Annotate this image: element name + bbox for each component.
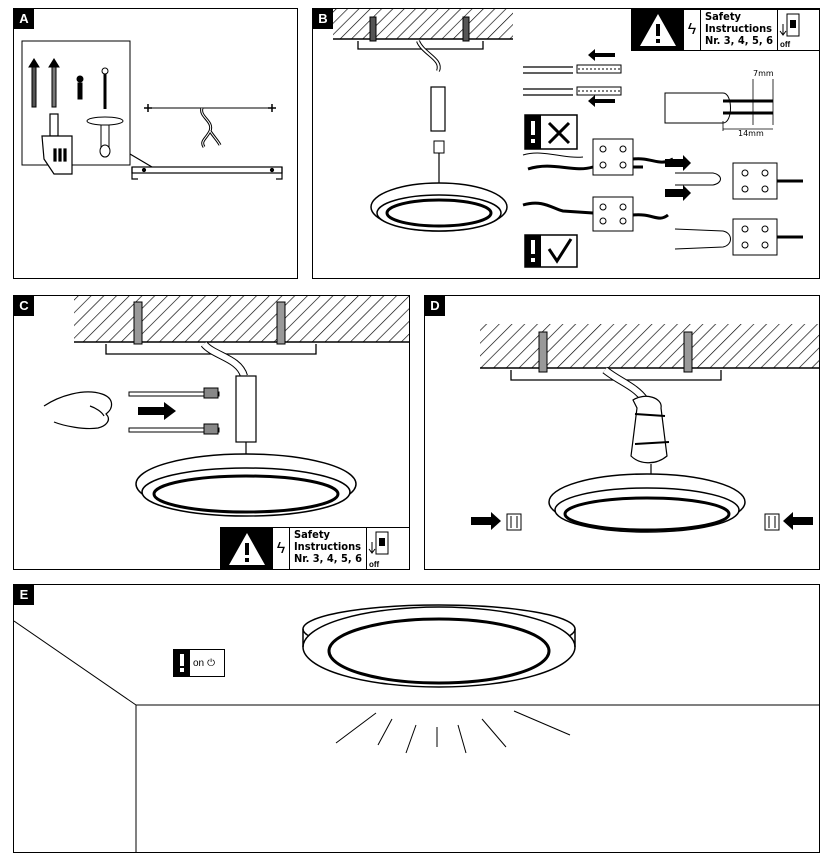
panel-a-illustration xyxy=(21,40,283,180)
lightning-icon: ϟ xyxy=(684,10,701,50)
panel-d-illustration xyxy=(471,324,819,533)
strip-length-short: 7mm xyxy=(753,69,774,78)
panel-e: E on ⏻ xyxy=(13,584,820,853)
arrow-icon xyxy=(138,402,176,420)
safety-instructions-box: ϟ Safety Instructions Nr. 3, 4, 5, 6 off xyxy=(631,9,819,51)
panel-letter-e: E xyxy=(14,585,34,605)
terminal-block-icon xyxy=(522,138,674,176)
panel-b-illustration xyxy=(333,9,803,268)
safety-line-1: Safety xyxy=(705,10,742,23)
light-rays xyxy=(335,710,571,754)
cross-icon xyxy=(524,114,578,150)
clip-icon xyxy=(506,513,780,531)
power-switch-icon: ⏻ xyxy=(207,657,216,669)
warning-icon xyxy=(221,528,273,569)
safety-line-3: Nr. 3, 4, 5, 6 xyxy=(705,34,773,47)
panel-c: C xyxy=(13,295,410,570)
hand-icon xyxy=(43,391,113,430)
on-label: on xyxy=(193,657,205,669)
lightning-icon: ϟ xyxy=(273,528,290,569)
warning-icon xyxy=(632,10,684,50)
switch-on-indicator: on ⏻ xyxy=(173,649,225,677)
safety-text: Safety Instructions Nr. 3, 4, 5, 6 xyxy=(701,10,777,50)
strip-length-long: 14mm xyxy=(738,129,764,138)
panel-letter-b: B xyxy=(313,9,333,29)
panel-d: D xyxy=(424,295,820,570)
arrow-icon xyxy=(588,49,615,107)
check-icon xyxy=(524,234,578,268)
arrow-icon xyxy=(471,512,813,530)
panel-letter-d: D xyxy=(425,296,445,316)
cable-detail xyxy=(664,79,774,131)
dowel-icon xyxy=(28,58,60,108)
panel-letter-a: A xyxy=(14,9,34,29)
safety-text: Safety Instructions Nr. 3, 4, 5, 6 xyxy=(290,528,366,569)
safety-instructions-box: ϟ Safety Instructions Nr. 3, 4, 5, 6 off xyxy=(220,527,409,569)
warning-icon xyxy=(174,650,190,676)
safety-line-2: Instructions xyxy=(294,540,362,553)
terminal-block-icon xyxy=(674,162,803,256)
off-label: off xyxy=(368,560,380,569)
panel-c-illustration xyxy=(43,296,409,517)
panel-e-illustration xyxy=(14,604,819,852)
off-label: off xyxy=(779,40,791,49)
safety-line-3: Nr. 3, 4, 5, 6 xyxy=(294,552,362,565)
safety-line-1: Safety xyxy=(294,528,331,541)
panel-a: A xyxy=(13,8,298,279)
power-switch-icon: off xyxy=(776,10,802,50)
mounting-bracket xyxy=(129,153,283,180)
safety-line-2: Instructions xyxy=(705,22,773,35)
wire-strip-illustration xyxy=(523,64,622,96)
drill-marks xyxy=(144,104,276,148)
terminal-block-icon xyxy=(522,196,669,232)
panel-letter-c: C xyxy=(14,296,34,316)
panel-b: B xyxy=(312,8,820,279)
cable-tie-icon xyxy=(128,387,220,435)
screw-icon xyxy=(76,67,124,158)
arrow-icon xyxy=(665,155,691,201)
power-switch-icon: off xyxy=(365,528,391,569)
drill-icon xyxy=(41,113,73,175)
